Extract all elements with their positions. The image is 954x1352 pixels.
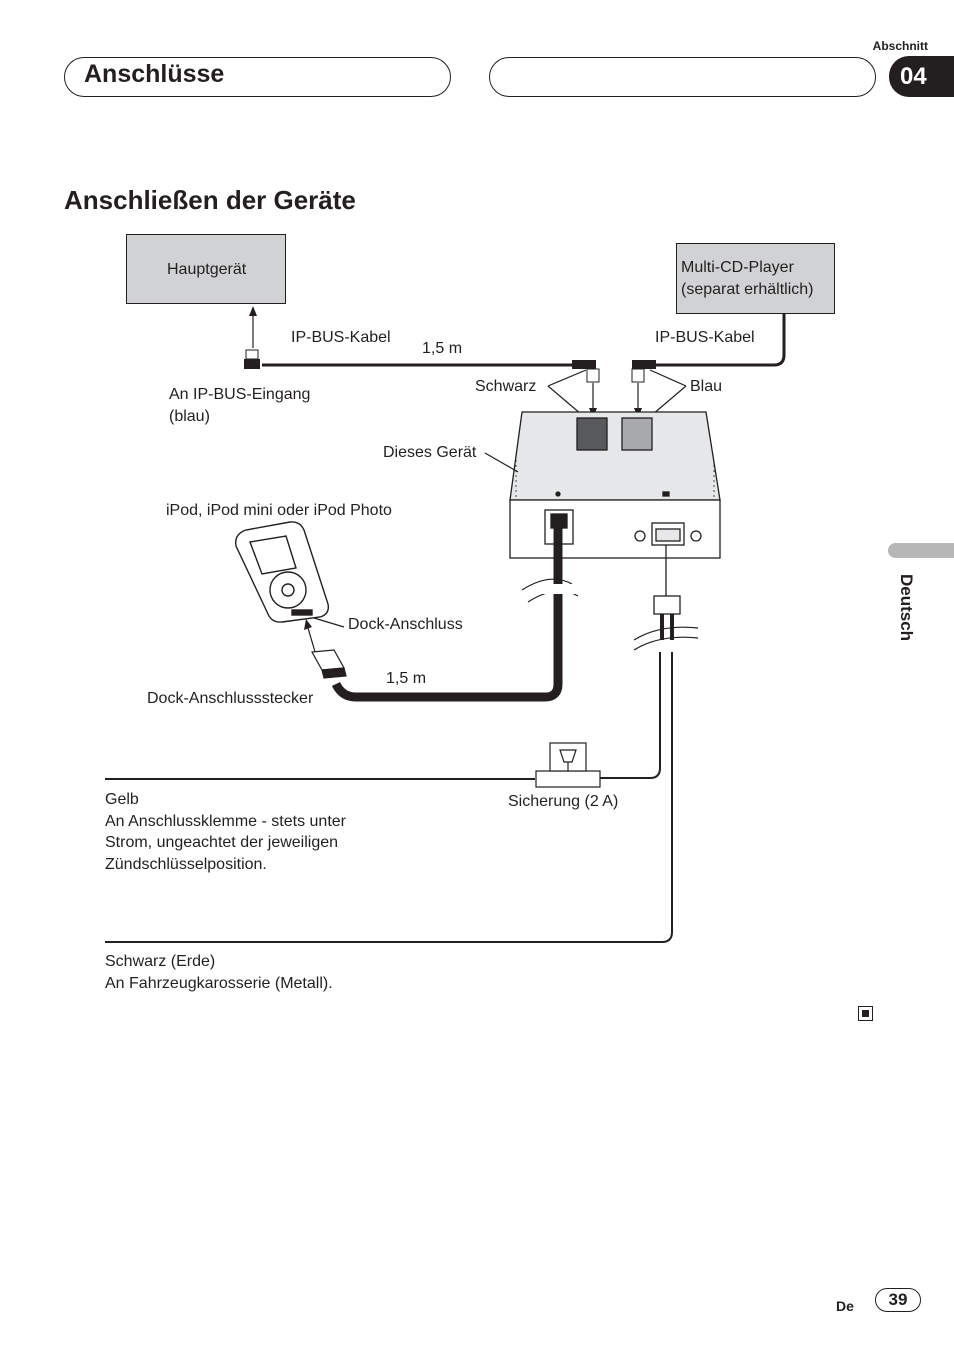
ip-bus-label-right: IP-BUS-Kabel: [655, 329, 755, 346]
dieses-geraet-pointer: [484, 452, 519, 473]
ip-bus-input-label-line2: (blau): [169, 408, 210, 425]
language-tab: [888, 543, 954, 558]
ip-bus-cable-right: [644, 314, 786, 367]
sicherung-label: Sicherung (2 A): [508, 793, 619, 810]
hauptgeraet-box: [126, 234, 286, 304]
ip-bus-plug-left: [244, 349, 260, 369]
gelb-title: Gelb: [105, 791, 139, 808]
arrow-up-icon: [249, 306, 257, 348]
gelb-line1: An Anschlussklemme - stets unter: [105, 813, 346, 830]
section-title-frame: [64, 57, 451, 97]
length-bottom-label: 1,5 m: [386, 670, 427, 687]
hauptgeraet-label: Hauptgerät: [167, 261, 247, 278]
ip-bus-label-left: IP-BUS-Kabel: [291, 329, 391, 346]
page-heading: Anschließen der Geräte: [64, 185, 356, 215]
schwarz-label: Schwarz: [475, 378, 537, 395]
ip-bus-plug-black: [572, 360, 600, 383]
schwarz-erde-line1: An Fahrzeugkarosserie (Metall).: [105, 975, 333, 992]
blau-label: Blau: [690, 378, 723, 395]
ipod-icon: [235, 521, 330, 623]
end-mark-icon: [858, 1006, 873, 1021]
section-title: Anschlüsse: [84, 60, 225, 88]
schwarz-erde-title: Schwarz (Erde): [105, 953, 216, 970]
footer-language-code: De: [836, 1298, 854, 1314]
gelb-line3: Zündschlüsselposition.: [105, 856, 267, 873]
dieses-geraet-unit: [509, 411, 721, 559]
multi-cd-label-line2: (separat erhältlich): [681, 281, 814, 298]
length-top-label: 1,5 m: [422, 340, 463, 357]
dock-anschluss-label: Dock-Anschluss: [348, 616, 463, 633]
ip-bus-input-label-line1: An IP-BUS-Eingang: [169, 386, 311, 403]
gelb-line2: Strom, ungeachtet der jeweiligen: [105, 834, 339, 851]
dock-plug-icon: [311, 649, 347, 679]
multi-cd-label-line1: Multi-CD-Player: [681, 259, 794, 276]
dock-cable: [331, 528, 563, 702]
power-cable: [105, 545, 699, 943]
multi-cd-box: [676, 243, 835, 314]
language-label: Deutsch: [897, 574, 916, 642]
fuse-icon: [535, 742, 601, 788]
section-blank-frame: [489, 57, 876, 97]
section-label: Abschnitt: [872, 39, 928, 53]
ipod-label: iPod, iPod mini oder iPod Photo: [166, 502, 392, 519]
section-number-tab: 04: [889, 56, 954, 97]
ip-bus-plug-blue: [631, 360, 656, 383]
dock-stecker-label: Dock-Anschlussstecker: [147, 690, 314, 707]
page-number: 39: [875, 1288, 921, 1312]
dieses-geraet-label: Dieses Gerät: [383, 444, 477, 461]
